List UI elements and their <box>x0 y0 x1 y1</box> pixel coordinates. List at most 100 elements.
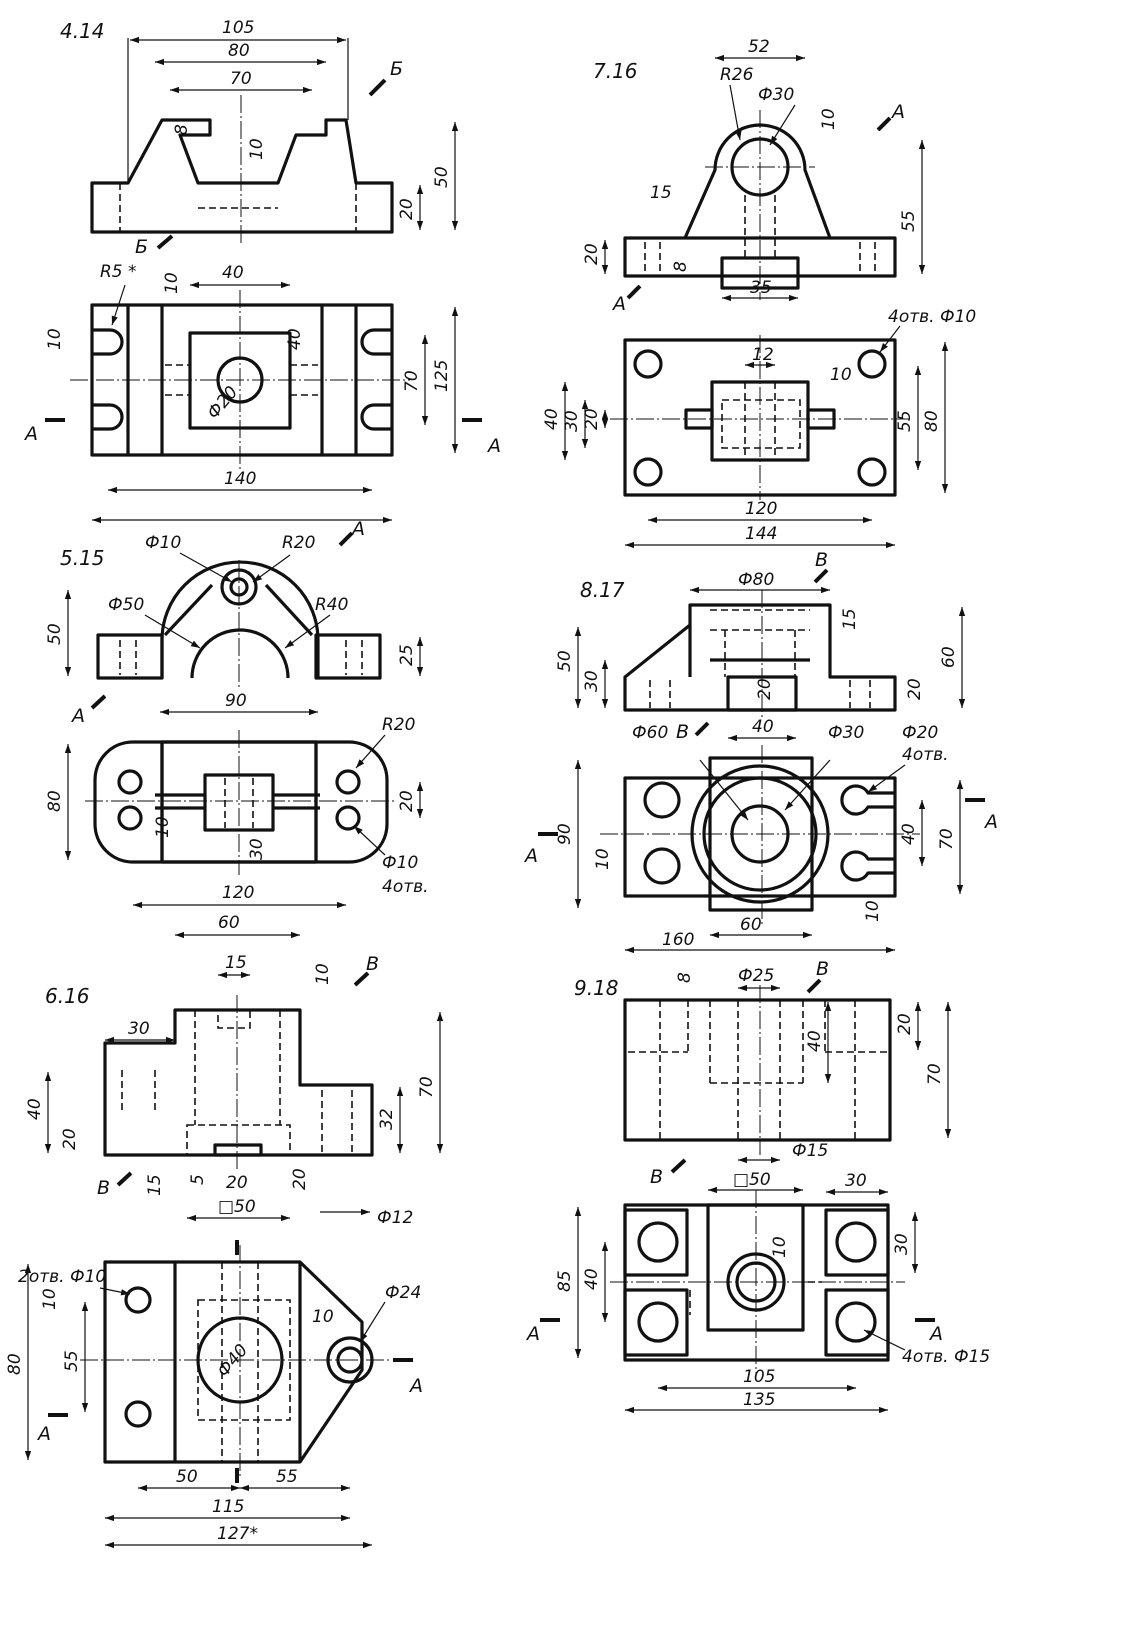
svg-text:10: 10 <box>313 963 333 985</box>
svg-text:40: 40 <box>899 823 919 845</box>
svg-text:80: 80 <box>228 41 250 61</box>
svg-text:А: А <box>70 705 85 727</box>
svg-text:80: 80 <box>5 1353 25 1375</box>
svg-text:70: 70 <box>402 370 422 392</box>
svg-text:60: 60 <box>218 913 240 933</box>
svg-text:А: А <box>928 1323 943 1345</box>
svg-text:А: А <box>983 811 998 833</box>
svg-text:Ф25: Ф25 <box>738 966 774 986</box>
svg-text:R20: R20 <box>282 533 315 553</box>
front-view: 105 80 70 8 10 50 20 Б Б <box>90 18 459 258</box>
svg-text:А: А <box>525 1323 540 1345</box>
drawing-number: 7.16 <box>593 59 638 83</box>
svg-text:80: 80 <box>922 410 942 432</box>
svg-text:135: 135 <box>743 1390 775 1410</box>
svg-text:55: 55 <box>276 1467 298 1487</box>
svg-text:50: 50 <box>432 166 452 188</box>
svg-text:Ф10: Ф10 <box>145 533 181 553</box>
svg-text:35: 35 <box>750 278 772 298</box>
drawing-8-17: 8.17 Ф80 15 50 30 20 60 20 40 В Ф60 В Ф3… <box>523 549 998 954</box>
svg-text:30: 30 <box>562 410 582 432</box>
svg-text:40: 40 <box>285 328 305 350</box>
top-view: 2отв. Ф10 Ф24 Ф40 10 55 80 10 50 55 115 … <box>5 1240 423 1549</box>
top-view: 90 80 20 10 30 120 R20 Ф10 4отв. <box>45 691 429 909</box>
svg-text:4отв. Ф10: 4отв. Ф10 <box>888 307 976 327</box>
svg-text:Ф30: Ф30 <box>758 85 794 105</box>
svg-text:144: 144 <box>745 524 777 544</box>
svg-text:60: 60 <box>939 646 959 668</box>
svg-text:А: А <box>890 101 905 123</box>
svg-text:Ф60: Ф60 <box>632 723 668 743</box>
svg-text:55: 55 <box>895 410 915 432</box>
drawing-number: 9.18 <box>574 976 619 1000</box>
top-view: 4отв. Ф10 12 10 40 30 20 55 80 120 144 <box>542 307 976 549</box>
svg-text:Ф12: Ф12 <box>377 1208 413 1228</box>
svg-text:120: 120 <box>222 883 254 903</box>
svg-text:Ф40: Ф40 <box>214 1341 253 1382</box>
svg-text:Б: Б <box>390 58 403 80</box>
svg-text:А: А <box>36 1423 51 1445</box>
svg-text:8: 8 <box>172 124 192 135</box>
svg-text:70: 70 <box>230 69 252 89</box>
svg-text:40: 40 <box>222 263 244 283</box>
r5-callout: R5 * <box>100 262 137 282</box>
svg-text:10: 10 <box>830 365 852 385</box>
svg-text:15: 15 <box>650 183 672 203</box>
svg-text:□50: □50 <box>733 1170 771 1190</box>
top-view: 40 R5 * 10 10 40 Ф20 70 125 140 А А <box>23 262 501 524</box>
svg-text:40: 40 <box>805 1030 825 1052</box>
drawing-number: 4.14 <box>60 19 105 43</box>
svg-text:10: 10 <box>863 900 883 922</box>
svg-text:10: 10 <box>247 138 267 160</box>
svg-text:20: 20 <box>60 1128 80 1150</box>
svg-text:30: 30 <box>845 1171 867 1191</box>
svg-text:В: В <box>816 958 829 980</box>
front-view: 60 15 10 30 40 20 70 32 15 5 20 20 □50 Ф… <box>25 913 444 1228</box>
svg-text:20: 20 <box>397 790 417 812</box>
svg-text:25: 25 <box>397 644 417 666</box>
svg-text:5: 5 <box>188 1174 208 1185</box>
svg-text:70: 70 <box>925 1063 945 1085</box>
svg-text:2отв. Ф10: 2отв. Ф10 <box>18 1267 106 1287</box>
svg-text:10: 10 <box>770 1236 790 1258</box>
svg-text:52: 52 <box>748 37 770 57</box>
svg-text:140: 140 <box>224 469 256 489</box>
svg-text:90: 90 <box>555 823 575 845</box>
svg-text:20: 20 <box>397 198 417 220</box>
svg-text:10: 10 <box>593 848 613 870</box>
svg-text:60: 60 <box>740 915 762 935</box>
svg-text:Ф24: Ф24 <box>385 1283 421 1303</box>
svg-text:Ф20: Ф20 <box>902 723 938 743</box>
drawing-5-15: 5.15 50 25 Ф10 R20 Ф50 R40 А А <box>45 518 429 909</box>
svg-text:20: 20 <box>582 243 602 265</box>
svg-text:10: 10 <box>162 272 182 294</box>
svg-text:20: 20 <box>755 678 775 700</box>
svg-text:55: 55 <box>899 210 919 232</box>
svg-text:50: 50 <box>45 623 65 645</box>
svg-text:105: 105 <box>222 18 254 38</box>
svg-text:А: А <box>486 435 501 457</box>
svg-text:125: 125 <box>432 360 452 392</box>
svg-text:12: 12 <box>752 345 774 365</box>
svg-text:40: 40 <box>25 1098 45 1120</box>
svg-text:А: А <box>23 423 38 445</box>
drawing-number: 5.15 <box>60 546 105 570</box>
svg-text:40: 40 <box>582 1268 602 1290</box>
svg-text:50: 50 <box>555 650 575 672</box>
drawing-9-18: 9.18 8 Ф25 20 40 70 Ф15 В В <box>525 958 990 1414</box>
svg-text:30: 30 <box>128 1019 150 1039</box>
svg-text:90: 90 <box>225 691 247 711</box>
svg-text:55: 55 <box>62 1350 82 1372</box>
svg-text:70: 70 <box>937 828 957 850</box>
svg-text:50: 50 <box>176 1467 198 1487</box>
front-view: 52 R26 Ф30 10 15 20 8 35 55 А А <box>582 37 926 315</box>
svg-text:120: 120 <box>745 499 777 519</box>
svg-text:А: А <box>350 518 365 540</box>
svg-text:R40: R40 <box>315 595 348 615</box>
svg-text:А: А <box>523 845 538 867</box>
svg-text:В: В <box>650 1166 663 1188</box>
drawing-7-16: 7.16 52 R26 Ф30 10 15 20 8 35 55 А А <box>542 37 976 549</box>
front-view: Ф80 15 50 30 20 60 20 40 В Ф60 В Ф30 Ф20… <box>555 549 966 765</box>
svg-text:10: 10 <box>312 1307 334 1327</box>
svg-text:Ф15: Ф15 <box>792 1141 828 1161</box>
